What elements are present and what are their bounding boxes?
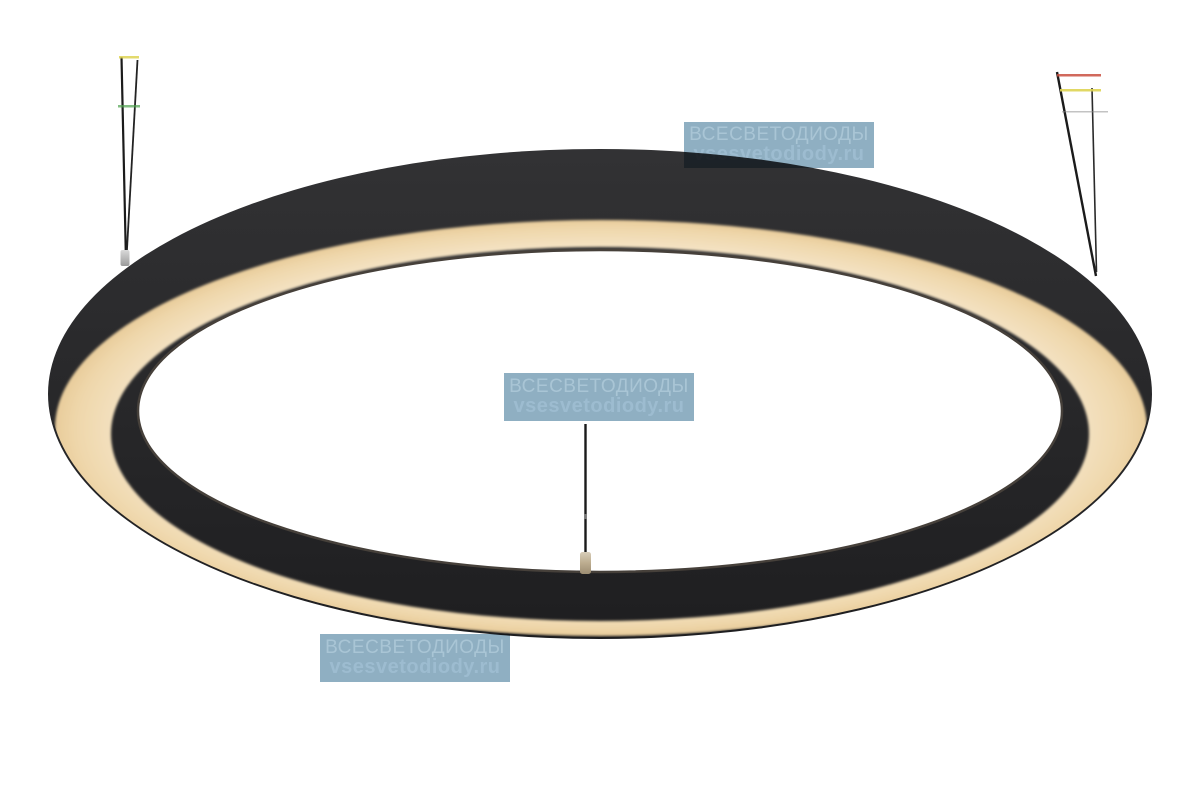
suspension-cable-right-slanted xyxy=(1055,71,1098,277)
photo-artifact-green-left xyxy=(118,105,140,108)
suspension-cable-left-vertical xyxy=(120,56,128,263)
photo-artifact-yellow-left xyxy=(119,56,139,59)
suspension-cable-right-vertical xyxy=(1091,87,1098,273)
center-cable-joint xyxy=(584,514,587,519)
photo-artifact-yellow-right xyxy=(1060,89,1101,92)
cable-fitting-left xyxy=(120,250,130,266)
cable-fitting-center xyxy=(580,552,591,574)
ring-inner-opening xyxy=(136,248,1064,574)
photo-artifact-gray-right xyxy=(1062,111,1108,113)
photo-artifact-red-right xyxy=(1057,74,1101,77)
suspension-cable-left-slanted xyxy=(125,59,139,259)
